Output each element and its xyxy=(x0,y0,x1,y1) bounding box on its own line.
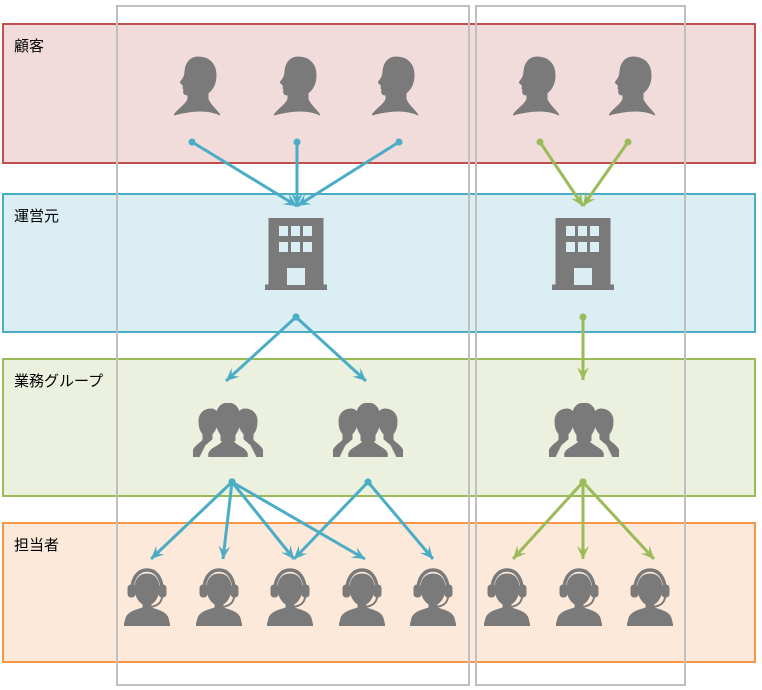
link-line xyxy=(221,481,234,560)
arrowhead-icon xyxy=(282,194,297,206)
arrowhead-icon xyxy=(352,367,366,381)
link-line xyxy=(191,140,298,208)
link-line xyxy=(581,141,630,207)
building-icon xyxy=(265,218,327,290)
customer-icon xyxy=(609,56,655,116)
window-shape xyxy=(566,226,575,236)
link-line xyxy=(296,140,400,208)
group-icon xyxy=(333,403,403,457)
link-group-2-to-staff-5 xyxy=(364,478,435,560)
customer-icon xyxy=(174,56,220,116)
window-shape xyxy=(578,226,587,236)
band-label-operator: 運営元 xyxy=(14,207,60,225)
link-start-dot xyxy=(395,138,403,146)
arrowhead-icon xyxy=(513,545,527,559)
column-box-left xyxy=(116,5,470,686)
link-start-dot xyxy=(188,138,196,146)
headset-staff-icon xyxy=(267,568,313,626)
arrowhead-icon xyxy=(281,545,294,559)
link-line xyxy=(294,315,368,383)
customer-icon xyxy=(372,56,418,116)
link-customer-4-to-operator-2 xyxy=(536,138,585,207)
link-line xyxy=(511,480,585,561)
link-start-dot xyxy=(293,138,301,146)
arrowhead-icon xyxy=(291,193,303,206)
headset-staff-icon xyxy=(556,568,602,626)
arrowhead-icon xyxy=(350,547,365,559)
link-line xyxy=(292,480,370,561)
link-customer-2-to-operator-1 xyxy=(291,138,303,206)
arrowhead-icon xyxy=(297,194,312,206)
link-start-dot xyxy=(364,478,372,486)
band-label-staff: 担当者 xyxy=(14,536,60,554)
link-group-3-to-staff-7 xyxy=(577,478,589,559)
link-line xyxy=(538,141,585,207)
link-customer-1-to-operator-1 xyxy=(188,138,298,208)
link-group-2-to-staff-3 xyxy=(292,478,372,561)
window-shape xyxy=(291,242,300,252)
link-start-dot xyxy=(579,313,587,321)
arrowhead-icon xyxy=(226,367,240,381)
headset-staff-icon xyxy=(627,568,673,626)
link-operator-2-to-group-3 xyxy=(577,313,589,380)
customer-icon xyxy=(274,56,320,116)
window-shape xyxy=(566,242,575,252)
arrowhead-icon xyxy=(640,545,654,559)
link-start-dot xyxy=(579,478,587,486)
arrowhead-icon xyxy=(577,546,589,559)
link-group-1-to-staff-4 xyxy=(228,478,366,561)
window-shape xyxy=(279,242,288,252)
link-line xyxy=(366,481,435,560)
door-shape xyxy=(287,268,305,285)
link-line xyxy=(230,481,296,560)
column-box-right xyxy=(475,5,686,686)
headset-staff-icon xyxy=(484,568,530,626)
link-operator-1-to-group-1 xyxy=(224,313,300,383)
window-shape xyxy=(303,226,312,236)
icons-layer xyxy=(124,56,673,626)
links-layer xyxy=(149,138,656,561)
link-start-dot xyxy=(536,138,544,146)
link-line xyxy=(231,480,366,561)
link-start-dot xyxy=(624,138,632,146)
band-label-group: 業務グループ xyxy=(14,372,104,390)
window-shape xyxy=(590,242,599,252)
door-shape xyxy=(574,268,592,285)
window-shape xyxy=(590,226,599,236)
arrowhead-icon xyxy=(420,545,433,559)
arrowhead-icon xyxy=(218,545,231,559)
link-operator-1-to-group-2 xyxy=(292,313,368,383)
link-line xyxy=(581,480,656,561)
link-group-3-to-staff-6 xyxy=(511,478,587,561)
link-group-1-to-staff-3 xyxy=(228,478,296,560)
arrowhead-icon xyxy=(151,545,165,559)
headset-staff-icon xyxy=(410,568,456,626)
window-shape xyxy=(578,242,587,252)
headset-staff-icon xyxy=(339,568,385,626)
band-operator: 運営元 xyxy=(2,193,756,333)
link-group-3-to-staff-8 xyxy=(579,478,656,561)
headset-staff-icon xyxy=(196,568,242,626)
arrowhead-icon xyxy=(577,367,589,380)
window-shape xyxy=(279,226,288,236)
building-icon xyxy=(552,218,614,290)
link-group-1-to-staff-1 xyxy=(149,478,236,561)
group-icon xyxy=(193,403,263,457)
window-shape xyxy=(303,242,312,252)
link-start-dot xyxy=(228,478,236,486)
link-line xyxy=(224,315,298,383)
customer-icon xyxy=(513,56,559,116)
link-customer-3-to-operator-1 xyxy=(296,138,403,208)
link-customer-5-to-operator-2 xyxy=(581,138,632,207)
arrowhead-icon xyxy=(294,545,308,559)
arrowhead-icon xyxy=(570,191,583,206)
arrowhead-icon xyxy=(583,191,596,206)
link-line xyxy=(149,480,234,561)
band-label-customer: 顧客 xyxy=(14,37,45,55)
link-start-dot xyxy=(292,313,300,321)
window-shape xyxy=(291,226,300,236)
headset-staff-icon xyxy=(124,568,170,626)
group-icon xyxy=(549,403,619,457)
